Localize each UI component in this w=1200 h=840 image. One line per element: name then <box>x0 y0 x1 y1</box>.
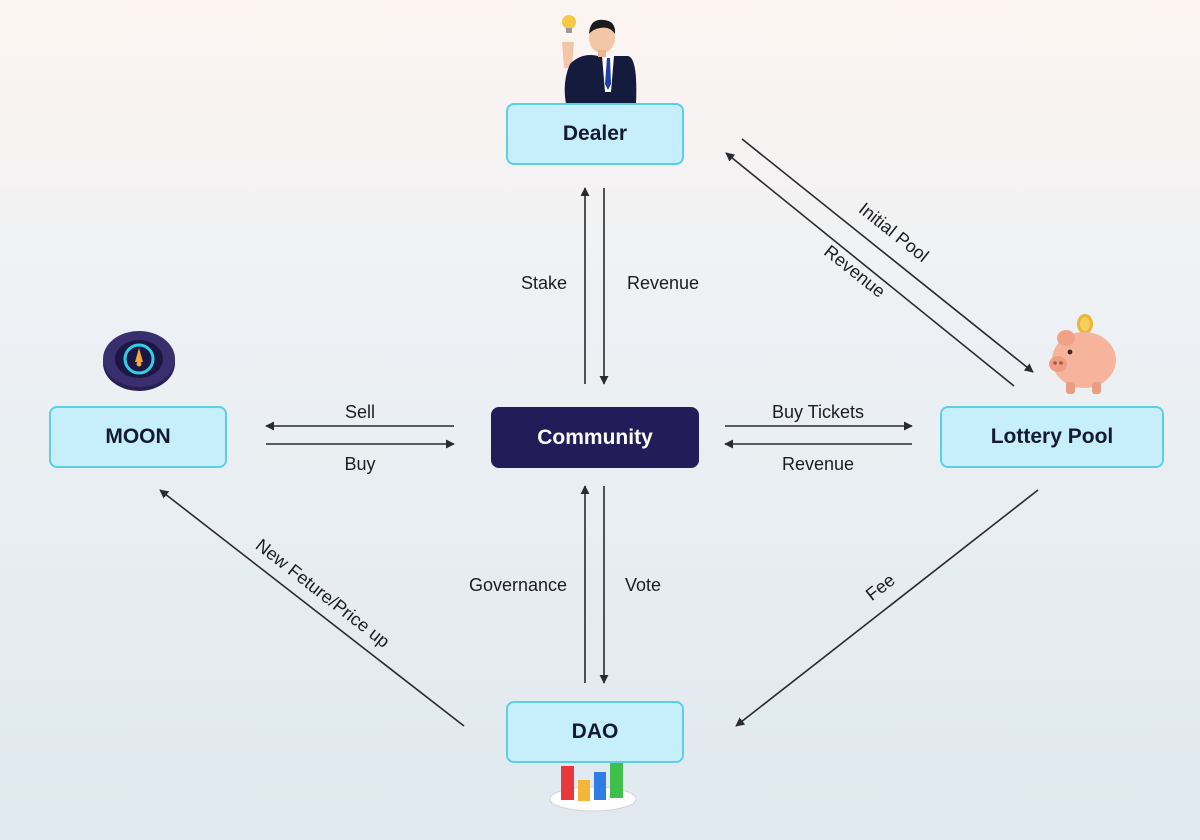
node-lottery-pool: Lottery Pool <box>940 406 1164 468</box>
node-dealer-label: Dealer <box>562 122 628 145</box>
label-new-feature: New Feture/Price up <box>252 535 394 652</box>
node-community: Community <box>491 407 699 468</box>
node-dao-label: DAO <box>571 720 619 743</box>
label-revenue-dealer: Revenue <box>627 273 699 293</box>
businessman-icon <box>562 15 637 104</box>
node-moon: MOON <box>49 406 227 468</box>
node-moon-label: MOON <box>105 425 171 448</box>
arrow-new-feature <box>159 489 465 727</box>
label-fee: Fee <box>862 570 899 605</box>
label-stake: Stake <box>521 273 567 293</box>
piggy-bank-icon <box>1049 314 1116 394</box>
label-revenue-pool-dealer: Revenue <box>820 241 889 302</box>
moon-coin-icon <box>103 331 175 391</box>
label-buy-tickets: Buy Tickets <box>772 402 864 422</box>
arrow-initial-pool <box>741 138 1034 373</box>
label-sell: Sell <box>345 402 375 422</box>
label-vote: Vote <box>625 575 661 595</box>
node-dao: DAO <box>506 701 684 763</box>
node-community-label: Community <box>537 425 653 449</box>
arrow-revenue-pool-dealer <box>725 152 1015 387</box>
node-dealer: Dealer <box>506 103 684 165</box>
label-revenue-lottery: Revenue <box>782 454 854 474</box>
label-buy: Buy <box>344 454 375 474</box>
arrow-fee <box>735 489 1039 727</box>
label-initial-pool: Initial Pool <box>855 199 932 266</box>
bar-chart-icon <box>549 754 637 814</box>
label-governance: Governance <box>469 575 567 595</box>
node-lottery-pool-label: Lottery Pool <box>990 425 1114 448</box>
